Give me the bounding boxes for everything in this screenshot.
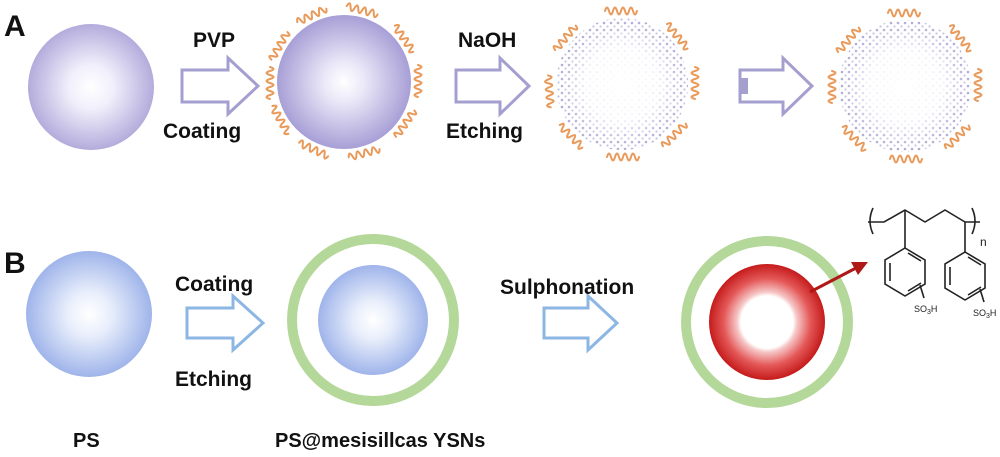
- hollow2-polymer-chain: [841, 124, 867, 152]
- yolk-shell-particle: [287, 234, 459, 406]
- hollow1-polymer-chain: [558, 122, 584, 150]
- hollow1-polymer-chain: [544, 74, 555, 109]
- hollow1-polymer-chain: [604, 6, 638, 16]
- pvp-coated-sphere: [265, 2, 423, 161]
- label-ps: PS: [73, 430, 100, 452]
- label-coating-b: Coating: [175, 273, 253, 296]
- hollow1-polymer-chain: [606, 152, 640, 162]
- subscript-n: n: [980, 235, 987, 249]
- pvp-polymer-chain: [265, 66, 275, 100]
- hollow2-polymer-chain: [948, 24, 972, 53]
- hollow1-polymer-chain: [660, 122, 688, 148]
- sulfonate-label-right: SO3H: [973, 308, 996, 320]
- hollow1-polymer-chain: [665, 22, 689, 51]
- pvp-polymer-chain: [413, 64, 423, 98]
- hollow2-polymer-chain: [887, 8, 921, 18]
- panel-a-label: A: [4, 10, 26, 43]
- hollow1-polymer-chain: [690, 66, 700, 100]
- pvp-polymer-chain: [345, 2, 379, 19]
- hollow2-polymer-chain: [889, 154, 923, 164]
- label-sulphonation: Sulphonation: [500, 276, 634, 299]
- sulfonated-polystyrene-structure: [868, 207, 986, 303]
- arrow-step3-a-tail: [740, 78, 748, 94]
- sulfonate-label-left: SO3H: [914, 304, 937, 316]
- hollow2-polymer-chain: [943, 124, 971, 150]
- hollow-sphere-1: [544, 6, 700, 162]
- pvp-polymer-chain: [298, 139, 330, 160]
- sulphonated-particle: [681, 236, 853, 408]
- pvp-polymer-chain: [393, 109, 418, 138]
- panel-b-label: B: [4, 247, 26, 280]
- arrow-coating-a: [180, 54, 261, 118]
- label-ysns: PS@mesisillcas YSNs: [275, 430, 485, 452]
- hollow-sphere-2: [827, 8, 983, 164]
- label-pvp: PVP: [193, 29, 235, 52]
- ps-sphere-a: [28, 24, 154, 150]
- arrow-sulphonation: [542, 292, 620, 354]
- hollow2-polymer-chain: [835, 26, 862, 54]
- hollow2-polymer-chain: [973, 68, 983, 102]
- pointer-arrow: [809, 262, 868, 294]
- hollow2-polymer-chain: [827, 70, 837, 104]
- ps-sphere-b: [26, 251, 152, 377]
- label-etching-a: Etching: [446, 120, 523, 143]
- label-coating-a: Coating: [163, 120, 241, 143]
- pvp-polymer-chain: [296, 6, 328, 24]
- pvp-polymer-chain: [393, 23, 415, 54]
- label-etching-b: Etching: [175, 368, 252, 391]
- arrow-coating-b: [185, 292, 266, 354]
- label-naoh: NaOH: [458, 29, 516, 52]
- hollow1-polymer-chain: [552, 24, 579, 52]
- pvp-polymer-chain: [271, 104, 290, 136]
- pvp-polymer-chain: [347, 146, 381, 161]
- arrow-step3-a: [738, 54, 815, 118]
- pvp-polymer-chain: [268, 31, 291, 61]
- arrow-etching-a: [454, 54, 532, 118]
